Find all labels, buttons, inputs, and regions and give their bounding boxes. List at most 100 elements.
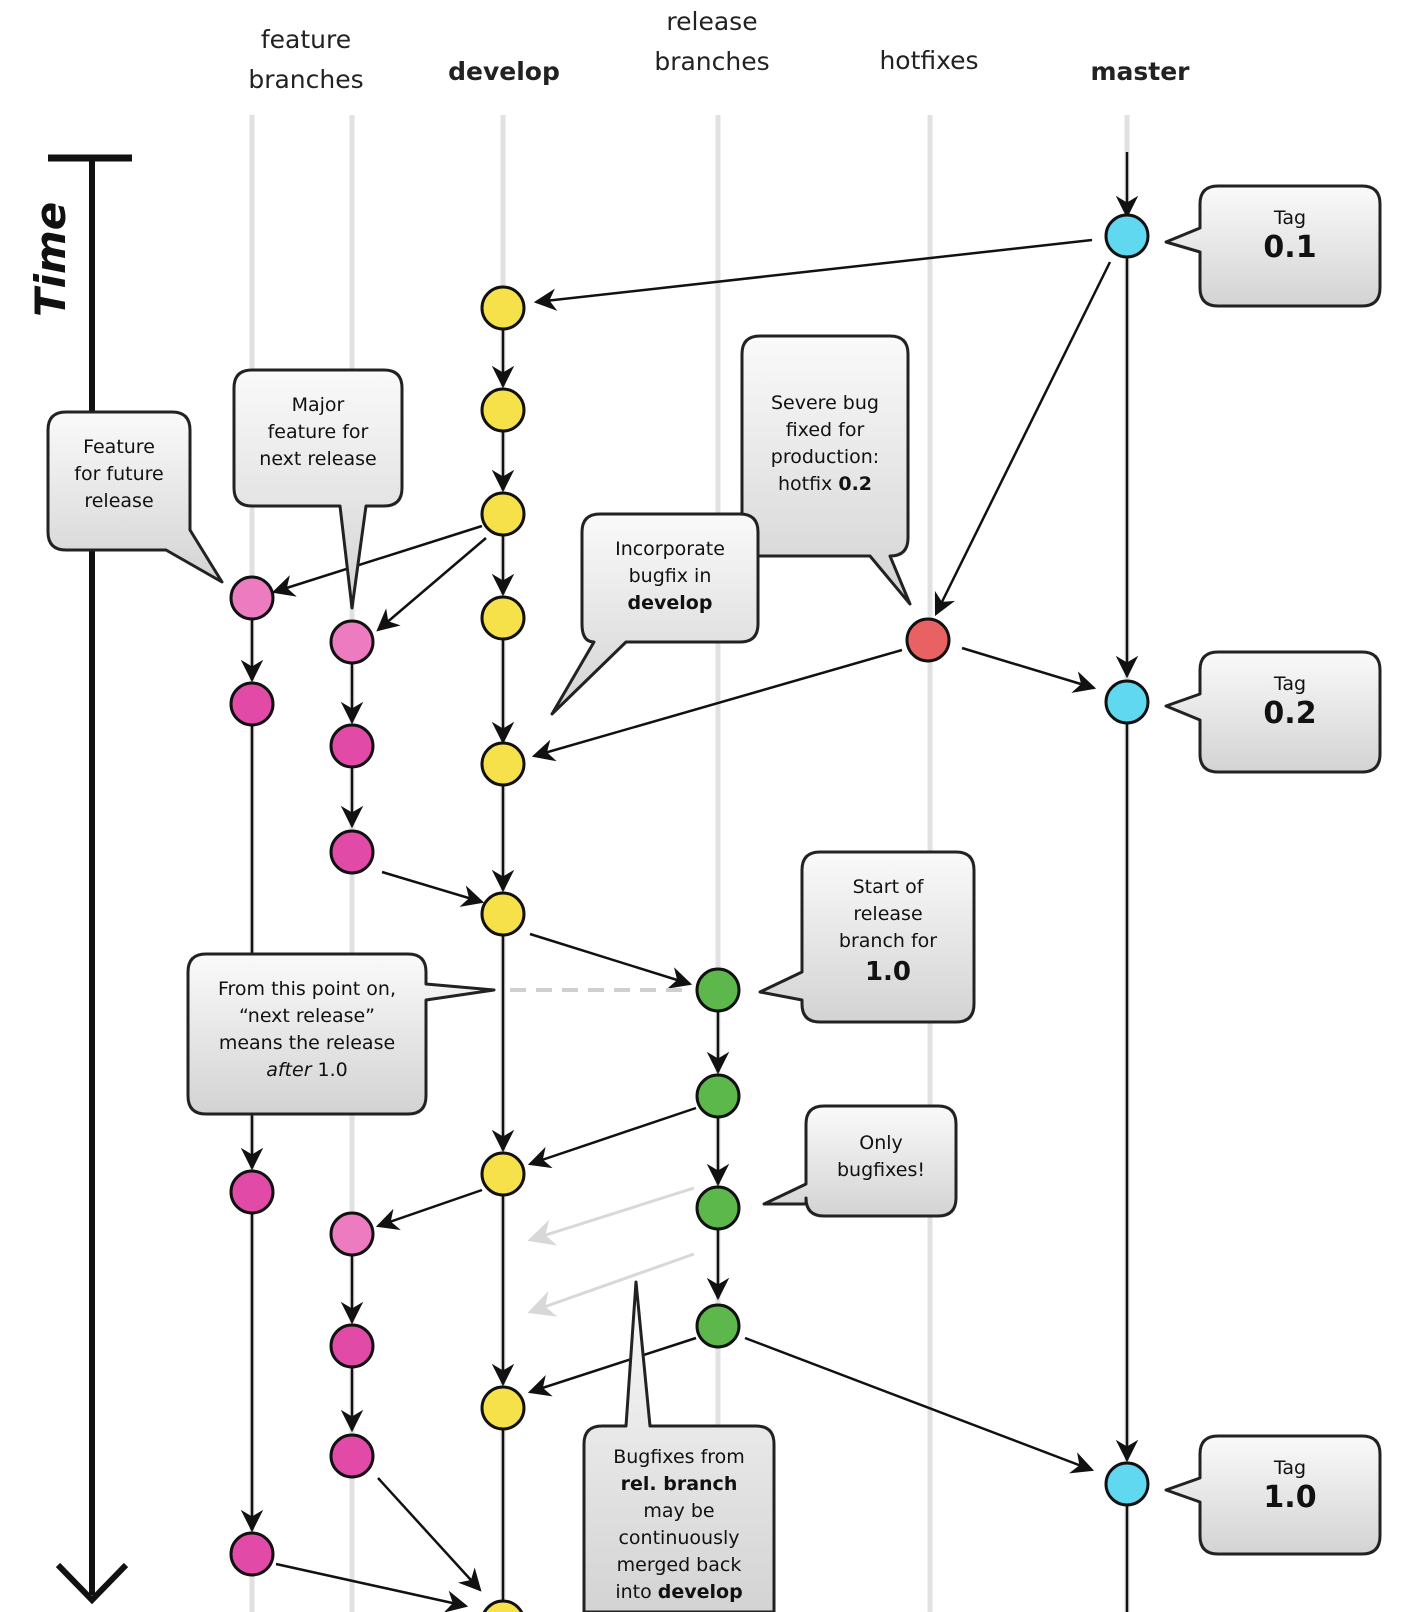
tag-10-value: 1.0: [1263, 1480, 1317, 1515]
feature-future-line1: Feature: [83, 436, 155, 458]
start-release-line1: Start of: [852, 876, 924, 898]
master-commit-01: [1104, 213, 1150, 259]
master-commit-02: [1104, 679, 1150, 725]
tag-02-callout: Tag 0.2: [1200, 672, 1380, 732]
bugfixes-rel-line1: Bugfixes from: [613, 1446, 745, 1468]
merge-arrows: [271, 238, 1112, 1612]
feature-future-callout: Feature for future release: [48, 434, 190, 515]
bugfixes-rel-line6: into develop: [584, 1579, 774, 1606]
header-release-line1: release: [666, 7, 758, 36]
major-feature-line2: feature for: [267, 421, 369, 443]
feature2-commit-2: [329, 723, 375, 769]
start-release-line3: branch for: [838, 930, 938, 952]
develop-commit-2: [480, 387, 526, 433]
severe-bug-line1: Severe bug: [771, 392, 879, 414]
severe-bug-callout: Severe bug fixed for production: hotfix …: [742, 390, 908, 498]
header-hotfixes: hotfixes: [879, 46, 979, 75]
time-axis: [48, 154, 132, 1605]
next-release-line1: From this point on,: [217, 978, 397, 1000]
major-feature-line3: next release: [259, 448, 377, 470]
feature-future-box: [46, 410, 224, 584]
commit-nodes: [229, 213, 1150, 1612]
only-bugfixes-box: [762, 1104, 958, 1218]
severe-bug-line3: production:: [770, 446, 880, 468]
tag-02-box: [1164, 650, 1382, 774]
feature2-commit-6: [329, 1433, 375, 1479]
develop-commit-8: [480, 1385, 526, 1431]
tag-01-label: Tag: [1273, 207, 1307, 229]
next-release-line4: after 1.0: [188, 1057, 426, 1084]
feature2-commit-3: [329, 829, 375, 875]
tag-01-box: [1164, 184, 1382, 308]
incorporate-line1: Incorporate: [615, 538, 725, 560]
only-bugfixes-callout: Only bugfixes!: [806, 1130, 956, 1184]
next-release-line2: “next release”: [238, 1005, 376, 1027]
next-release-after: after: [266, 1059, 312, 1081]
bugfixes-rel-into: into: [615, 1581, 658, 1603]
develop-commit-6: [480, 891, 526, 937]
next-release-callout: From this point on, “next release” means…: [188, 976, 426, 1084]
major-feature-box: [232, 368, 404, 610]
incorporate-line2: bugfix in: [628, 565, 712, 587]
header-release-branches: release branches: [638, 2, 786, 82]
tag-01-value: 0.1: [1263, 230, 1317, 265]
header-release-line2: branches: [654, 47, 770, 76]
release-commit-1: [695, 967, 741, 1013]
develop-commit-9: [482, 1599, 524, 1612]
start-release-version: 1.0: [864, 957, 912, 987]
bugfixes-rel-line4: continuously: [618, 1527, 740, 1549]
severe-bug-version: 0.2: [838, 473, 873, 495]
faint-merge-arrows: [527, 1186, 695, 1317]
severe-bug-box: [740, 334, 912, 606]
header-feature-branches: feature branches: [232, 20, 380, 100]
severe-bug-line2: fixed for: [785, 419, 865, 441]
incorporate-line3: develop: [582, 590, 758, 617]
incorporate-box: [550, 512, 760, 716]
callout-shapes: [46, 184, 1382, 1612]
feature1-commit-1: [229, 575, 275, 621]
bugfixes-rel-line2: rel. branch: [584, 1471, 774, 1498]
start-release-box: [758, 850, 976, 1024]
hotfix-commit-02: [905, 617, 951, 663]
tag-10-callout: Tag 1.0: [1200, 1456, 1380, 1516]
only-bugfixes-line1: Only: [859, 1132, 903, 1154]
develop-commit-5: [480, 741, 526, 787]
tag-01-callout: Tag 0.1: [1200, 206, 1380, 266]
bugfixes-rel-box: [582, 1280, 776, 1612]
develop-commit-1: [480, 285, 526, 331]
bugfixes-rel-develop: develop: [657, 1581, 743, 1603]
bugfixes-rel-branch: rel. branch: [620, 1473, 738, 1495]
next-release-version: 1.0: [311, 1059, 348, 1081]
time-label: Time: [26, 201, 75, 317]
master-commit-10: [1104, 1461, 1150, 1507]
bugfixes-rel-line3: may be: [643, 1500, 715, 1522]
bugfixes-rel-callout: Bugfixes from rel. branch may be continu…: [584, 1444, 774, 1606]
release-commit-4: [695, 1303, 741, 1349]
bugfixes-rel-line5: merged back: [616, 1554, 742, 1576]
feature1-commit-3: [229, 1169, 275, 1215]
header-feature-line1: feature: [260, 25, 352, 54]
develop-commit-7: [480, 1151, 526, 1197]
header-master: master: [1090, 57, 1190, 86]
feature-future-line3: release: [84, 490, 154, 512]
next-release-line3: means the release: [218, 1032, 396, 1054]
release-commit-3: [695, 1185, 741, 1231]
develop-commit-3: [480, 491, 526, 537]
only-bugfixes-line2: bugfixes!: [837, 1159, 925, 1181]
header-develop: develop: [448, 57, 560, 86]
feature2-commit-4: [329, 1211, 375, 1257]
tag-02-label: Tag: [1273, 673, 1307, 695]
start-release-line4: 1.0: [802, 955, 974, 989]
feature1-commit-4: [229, 1531, 275, 1577]
next-release-box: [186, 952, 496, 1116]
feature1-commit-2: [229, 681, 275, 727]
start-release-line2: release: [853, 903, 923, 925]
severe-bug-hotfix-text: hotfix: [777, 473, 839, 495]
feature2-commit-5: [329, 1323, 375, 1369]
release-commit-2: [695, 1073, 741, 1119]
develop-commit-4: [480, 595, 526, 641]
tag-02-value: 0.2: [1263, 696, 1317, 731]
lane-guides: [249, 115, 1130, 1612]
